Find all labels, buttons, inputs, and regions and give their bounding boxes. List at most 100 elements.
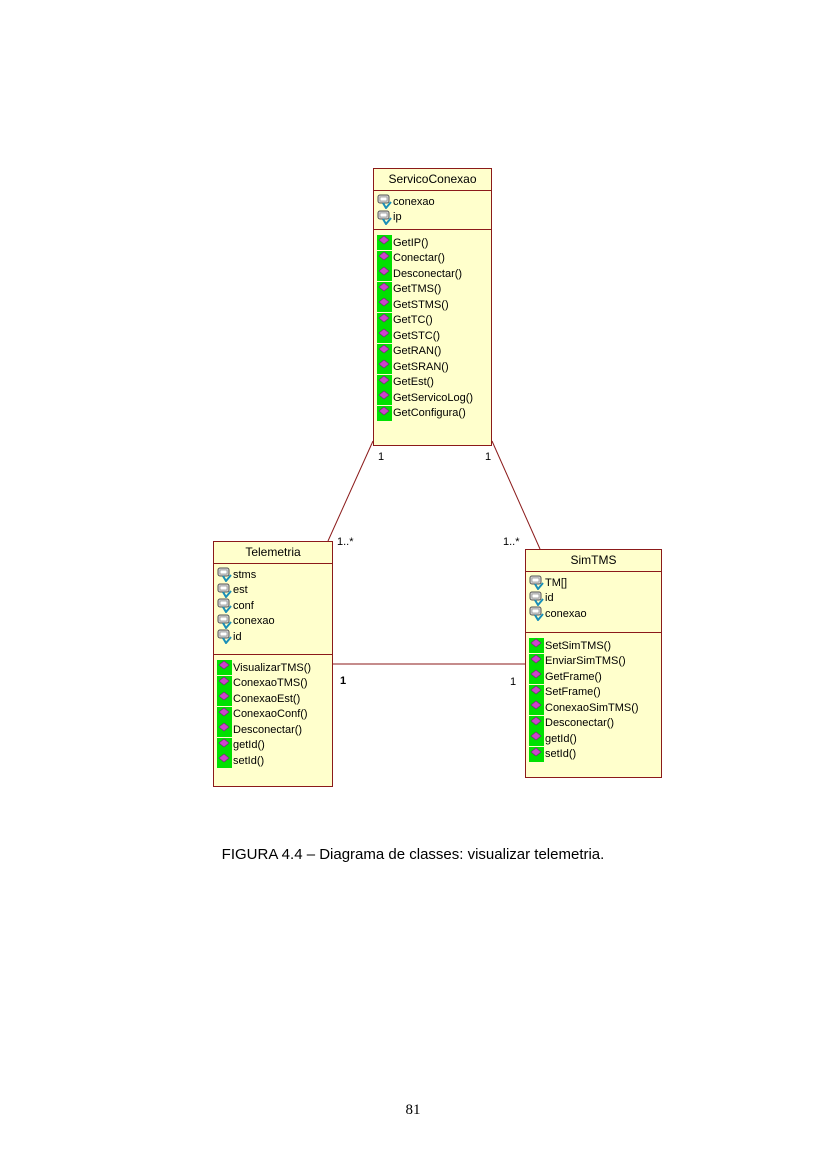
public-method-icon: [217, 691, 232, 707]
public-method-icon: [377, 405, 392, 421]
method-name: GetTC(): [393, 314, 433, 327]
private-attribute-icon: [217, 567, 232, 583]
method-name: VisualizarTMS(): [233, 661, 312, 674]
method-name: Conectar(): [393, 252, 445, 265]
method-row: EnviarSimTMS(): [529, 653, 661, 670]
method-row: getId(): [529, 731, 661, 747]
method-name: GetFrame(): [545, 670, 602, 683]
method-name: GetEst(): [393, 376, 434, 389]
attributes-compartment: TM[] id conexao: [526, 572, 661, 633]
public-method-icon: [377, 343, 392, 359]
association-servico-telemetria: [327, 440, 374, 542]
private-attribute-icon: [529, 575, 544, 591]
class-servico-conexao[interactable]: ServicoConexao conexao ip GetIP() Conect…: [373, 168, 492, 446]
class-name: ServicoConexao: [374, 169, 491, 191]
method-row: VisualizarTMS(): [217, 660, 332, 676]
class-simtms[interactable]: SimTMS TM[] id conexao SetSimTMS() Envia…: [525, 549, 662, 778]
private-attribute-icon: [217, 629, 232, 645]
attribute-name: id: [545, 592, 554, 605]
public-method-icon: [529, 700, 544, 716]
attribute-row: est: [217, 583, 332, 599]
method-name: GetTMS(): [393, 283, 442, 296]
multiplicity-simtms-top: 1..*: [503, 536, 520, 548]
public-method-icon: [377, 235, 392, 251]
multiplicity-telemetria-right: 1: [340, 675, 347, 687]
method-row: GetServicoLog(): [377, 390, 491, 406]
attribute-row: id: [217, 629, 332, 645]
method-name: GetServicoLog(): [393, 391, 474, 404]
method-name: GetSTMS(): [393, 298, 449, 311]
method-row: setId(): [529, 746, 661, 763]
public-method-icon: [377, 266, 392, 282]
multiplicity-telemetria-top: 1..*: [337, 536, 354, 548]
public-method-icon: [217, 675, 232, 691]
association-servico-simtms: [491, 440, 541, 550]
method-name: Desconectar(): [233, 723, 303, 736]
attribute-name: est: [233, 584, 248, 597]
private-attribute-icon: [217, 583, 232, 599]
multiplicity-simtms-left: 1: [510, 676, 517, 688]
method-name: getId(): [233, 739, 265, 752]
method-row: GetTC(): [377, 312, 491, 329]
attributes-compartment: conexao ip: [374, 191, 491, 230]
methods-compartment: SetSimTMS() EnviarSimTMS() GetFrame() Se…: [526, 633, 661, 762]
public-method-icon: [529, 746, 544, 762]
public-method-icon: [529, 715, 544, 731]
method-name: Desconectar(): [545, 717, 615, 730]
attribute-row: TM[]: [529, 575, 661, 591]
attribute-name: conexao: [233, 615, 275, 628]
public-method-icon: [529, 731, 544, 747]
methods-compartment: VisualizarTMS() ConexaoTMS() ConexaoEst(…: [214, 655, 332, 769]
method-row: setId(): [217, 753, 332, 769]
public-method-icon: [217, 660, 232, 676]
method-name: Desconectar(): [393, 267, 463, 280]
public-method-icon: [377, 374, 392, 390]
multiplicity-servico-right: 1: [485, 451, 492, 463]
attributes-compartment: stms est conf conexao id: [214, 564, 332, 655]
method-name: SetFrame(): [545, 686, 601, 699]
attribute-row: stms: [217, 567, 332, 583]
attribute-row: conexao: [217, 614, 332, 630]
method-row: Desconectar(): [529, 715, 661, 732]
method-name: GetConfigura(): [393, 407, 466, 420]
method-row: GetRAN(): [377, 343, 491, 360]
public-method-icon: [377, 390, 392, 406]
method-row: GetSTC(): [377, 328, 491, 344]
method-name: setId(): [545, 748, 577, 761]
method-row: GetSRAN(): [377, 359, 491, 375]
attribute-name: conf: [233, 599, 254, 612]
public-method-icon: [529, 653, 544, 669]
public-method-icon: [529, 669, 544, 685]
public-method-icon: [529, 684, 544, 700]
method-row: GetEst(): [377, 374, 491, 391]
method-row: Desconectar(): [377, 266, 491, 282]
method-row: GetIP(): [377, 235, 491, 251]
method-name: EnviarSimTMS(): [545, 655, 626, 668]
attribute-name: conexao: [545, 607, 587, 620]
method-name: ConexaoTMS(): [233, 677, 308, 690]
method-row: SetFrame(): [529, 684, 661, 701]
attribute-row: conf: [217, 598, 332, 614]
attribute-name: TM[]: [545, 576, 567, 589]
method-row: ConexaoTMS(): [217, 675, 332, 692]
attribute-name: conexao: [393, 195, 435, 208]
public-method-icon: [217, 722, 232, 738]
method-row: ConexaoConf(): [217, 706, 332, 723]
class-name: SimTMS: [526, 550, 661, 572]
public-method-icon: [377, 359, 392, 375]
private-attribute-icon: [377, 194, 392, 210]
method-row: ConexaoEst(): [217, 691, 332, 707]
method-name: GetRAN(): [393, 345, 442, 358]
method-name: GetIP(): [393, 236, 429, 249]
method-row: SetSimTMS(): [529, 638, 661, 654]
attribute-row: conexao: [529, 606, 661, 622]
method-name: ConexaoEst(): [233, 692, 301, 705]
public-method-icon: [377, 297, 392, 313]
private-attribute-icon: [217, 598, 232, 614]
private-attribute-icon: [529, 591, 544, 607]
private-attribute-icon: [529, 606, 544, 622]
method-name: GetSTC(): [393, 329, 441, 342]
method-name: setId(): [233, 754, 265, 767]
class-telemetria[interactable]: Telemetria stms est conf conexao id Visu…: [213, 541, 333, 787]
